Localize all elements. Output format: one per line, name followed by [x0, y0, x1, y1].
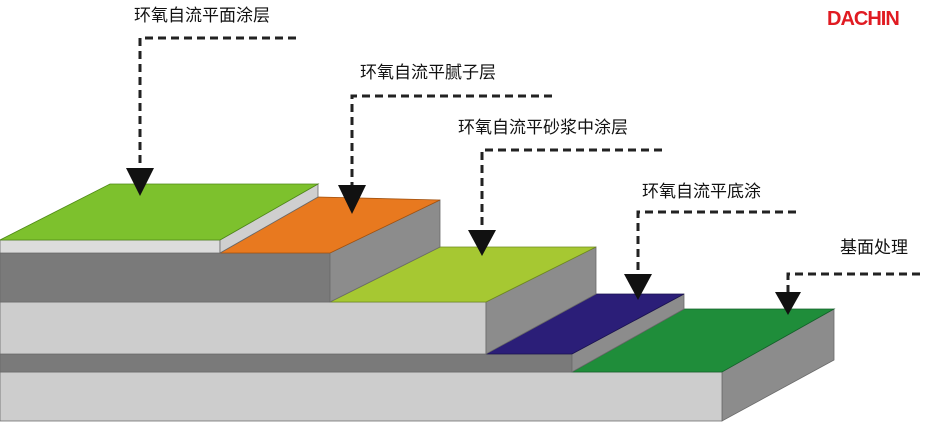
arrow-top-coat	[126, 168, 154, 196]
label-substrate-treatment: 基面处理	[840, 238, 908, 258]
label-putty-layer: 环氧自流平腻子层	[360, 63, 496, 83]
label-mortar-middle-coat: 环氧自流平砂浆中涂层	[458, 118, 628, 138]
substrate-slab-front	[0, 371, 723, 422]
leader-line-substrate	[786, 272, 920, 294]
top-coat-thin-front	[0, 239, 221, 254]
arrow-mortar	[468, 230, 496, 256]
leader-line-primer	[636, 210, 796, 276]
top-coat-surface	[0, 183, 320, 241]
arrow-putty	[338, 185, 366, 214]
mortar-slab-front	[0, 301, 487, 355]
brand-logo: DACHIN	[827, 8, 900, 30]
arrow-substrate	[775, 292, 801, 315]
leader-line-mortar	[480, 148, 662, 232]
primer-slab-front-dark	[0, 353, 573, 373]
arrow-primer	[624, 274, 652, 300]
putty-slab-front	[0, 252, 331, 303]
label-top-coat: 环氧自流平面涂层	[134, 6, 270, 26]
leader-line-top-coat	[138, 36, 296, 170]
label-primer: 环氧自流平底涂	[642, 182, 761, 202]
leader-line-putty	[350, 94, 552, 187]
